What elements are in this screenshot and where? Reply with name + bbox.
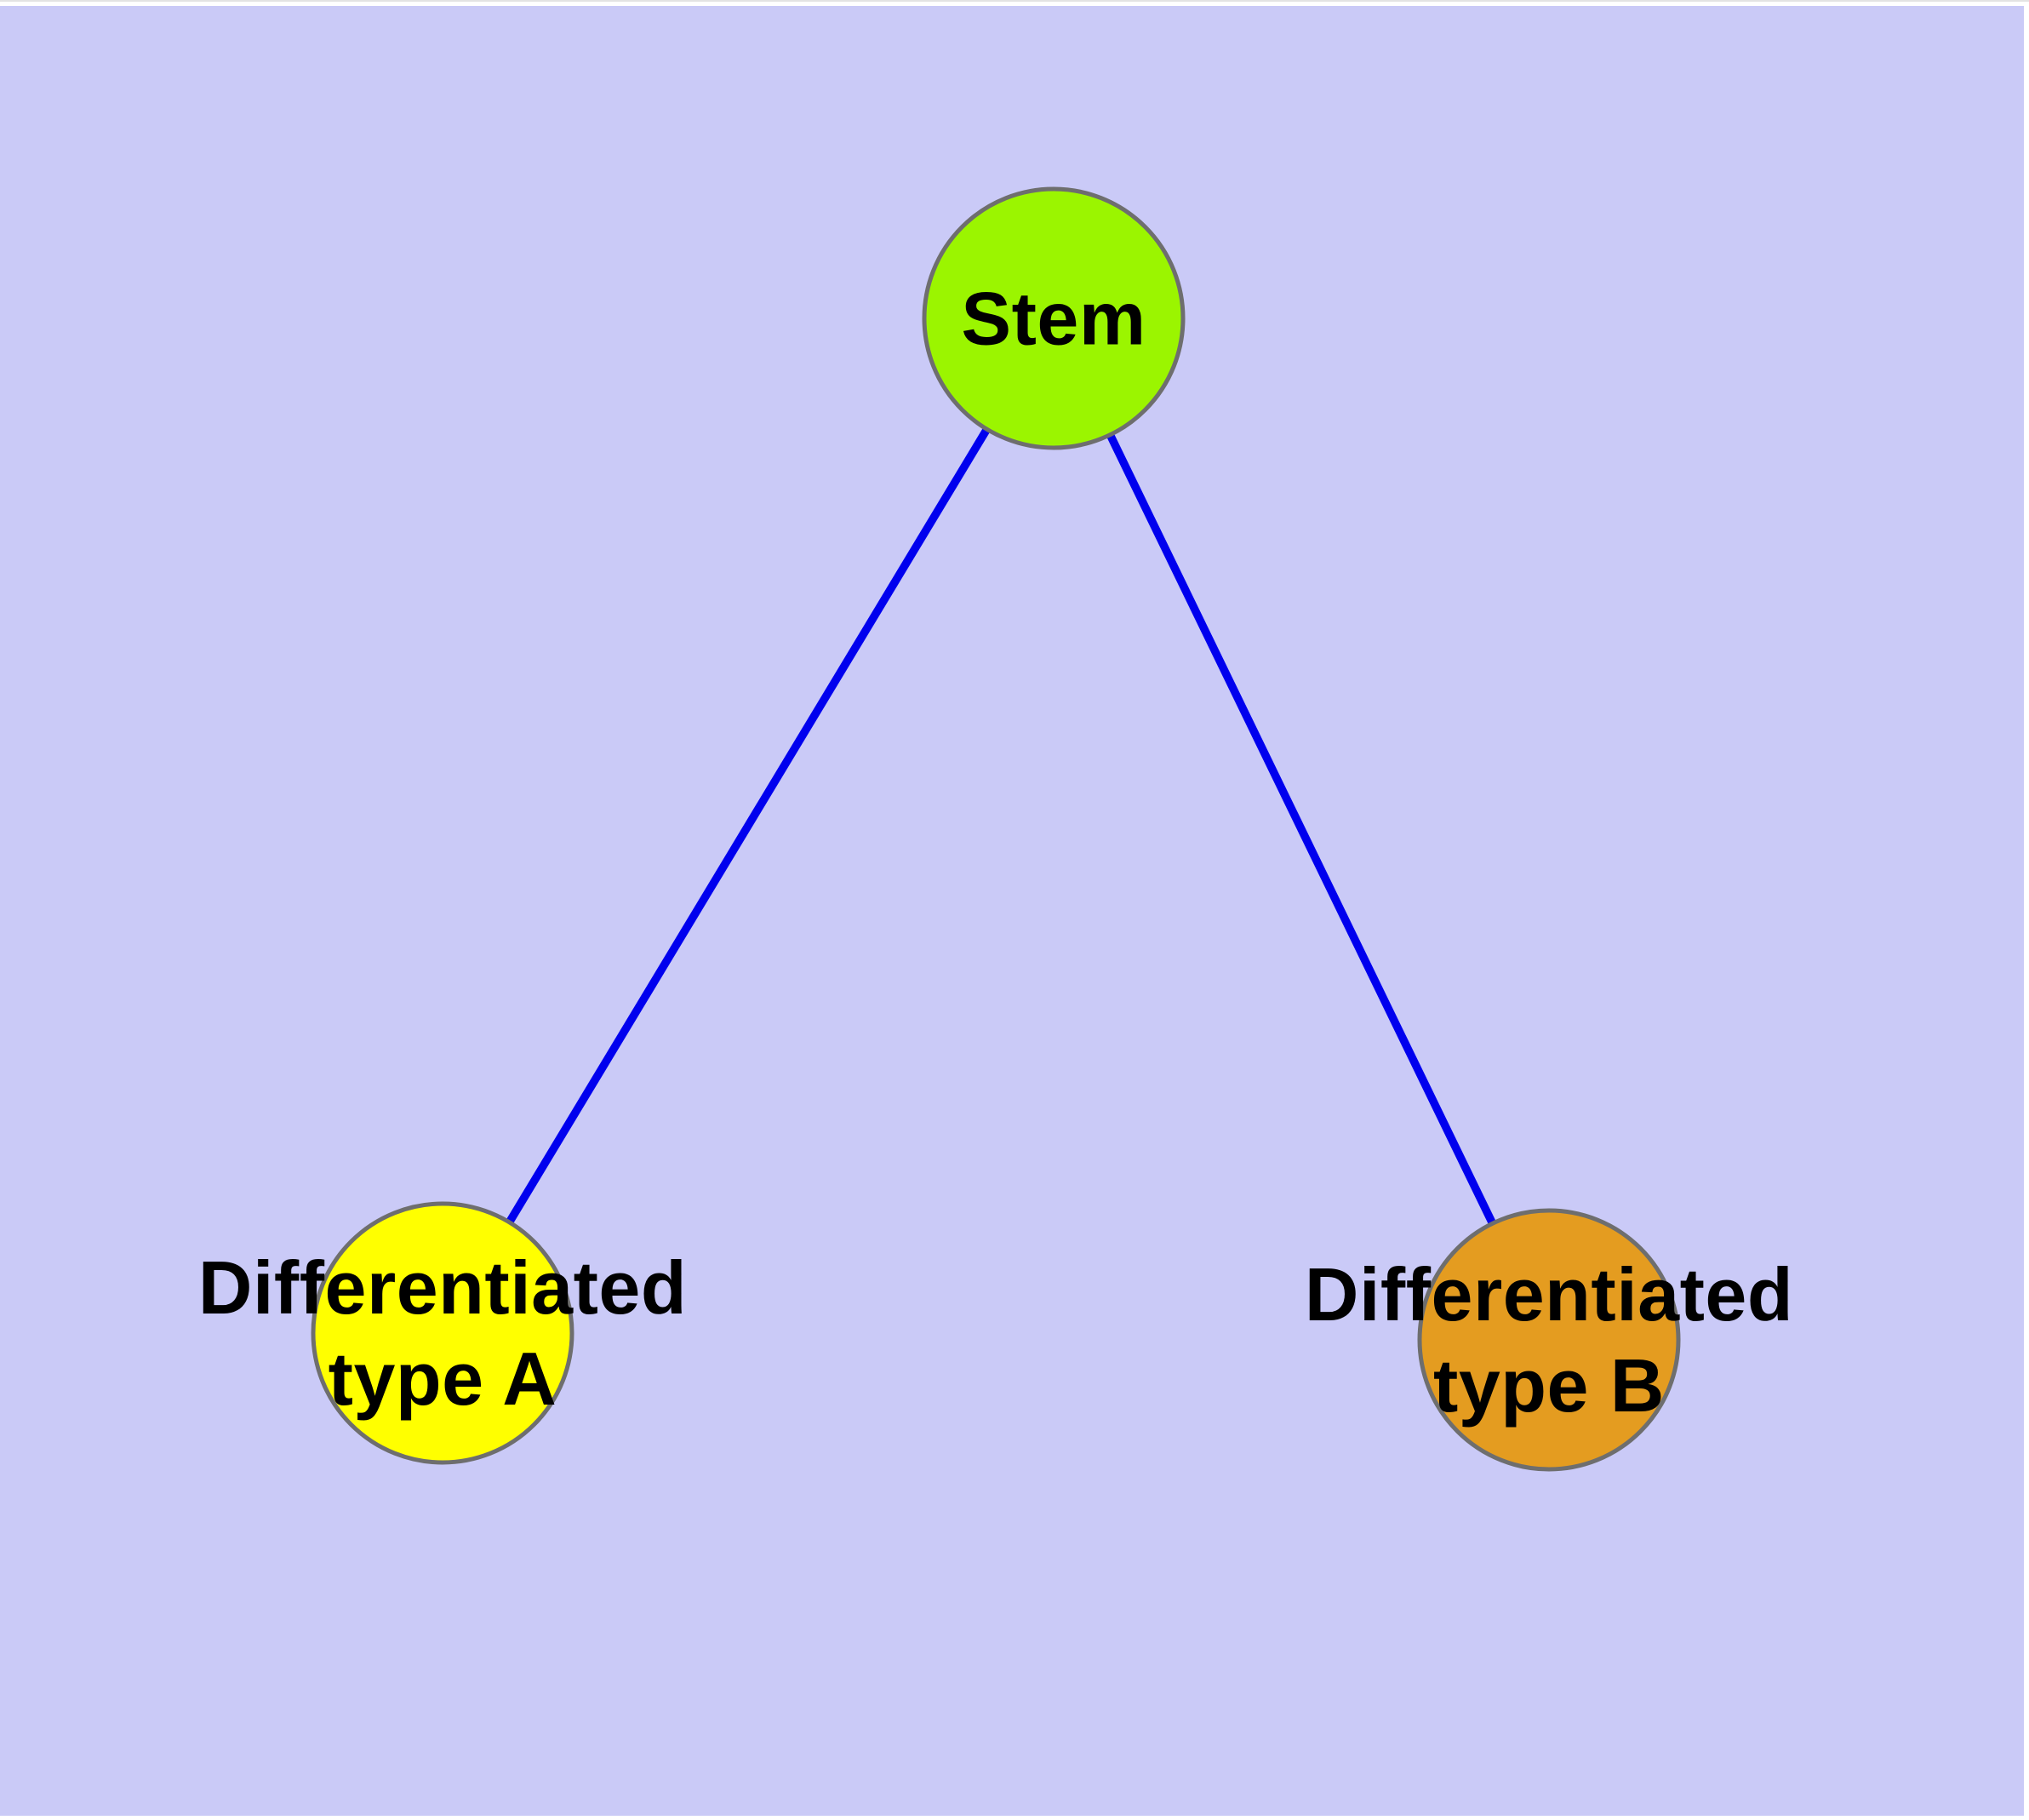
top-hairline xyxy=(0,0,2029,2)
nodes-layer xyxy=(311,186,1681,1472)
edge-stem-type-b xyxy=(1049,316,1553,1342)
node-stem-label: Stem xyxy=(961,273,1146,364)
type-b-label-line-1: Differentiated xyxy=(1304,1252,1794,1336)
type-a-label-line-2: type A xyxy=(328,1336,557,1421)
node-differentiated-type-b xyxy=(1417,1208,1681,1472)
node-differentiated-type-b-label: Differentiated type B xyxy=(1305,1249,1793,1431)
node-differentiated-type-a xyxy=(311,1201,574,1465)
node-stem xyxy=(922,186,1186,450)
node-differentiated-type-a-label: Differentiated type A xyxy=(198,1242,687,1424)
type-a-label-line-1: Differentiated xyxy=(197,1245,688,1330)
type-b-label-line-2: type B xyxy=(1433,1343,1665,1428)
edges-layer xyxy=(438,316,1553,1342)
edge-stem-type-a xyxy=(438,316,1058,1336)
node-stem-label-line: Stem xyxy=(961,276,1146,361)
